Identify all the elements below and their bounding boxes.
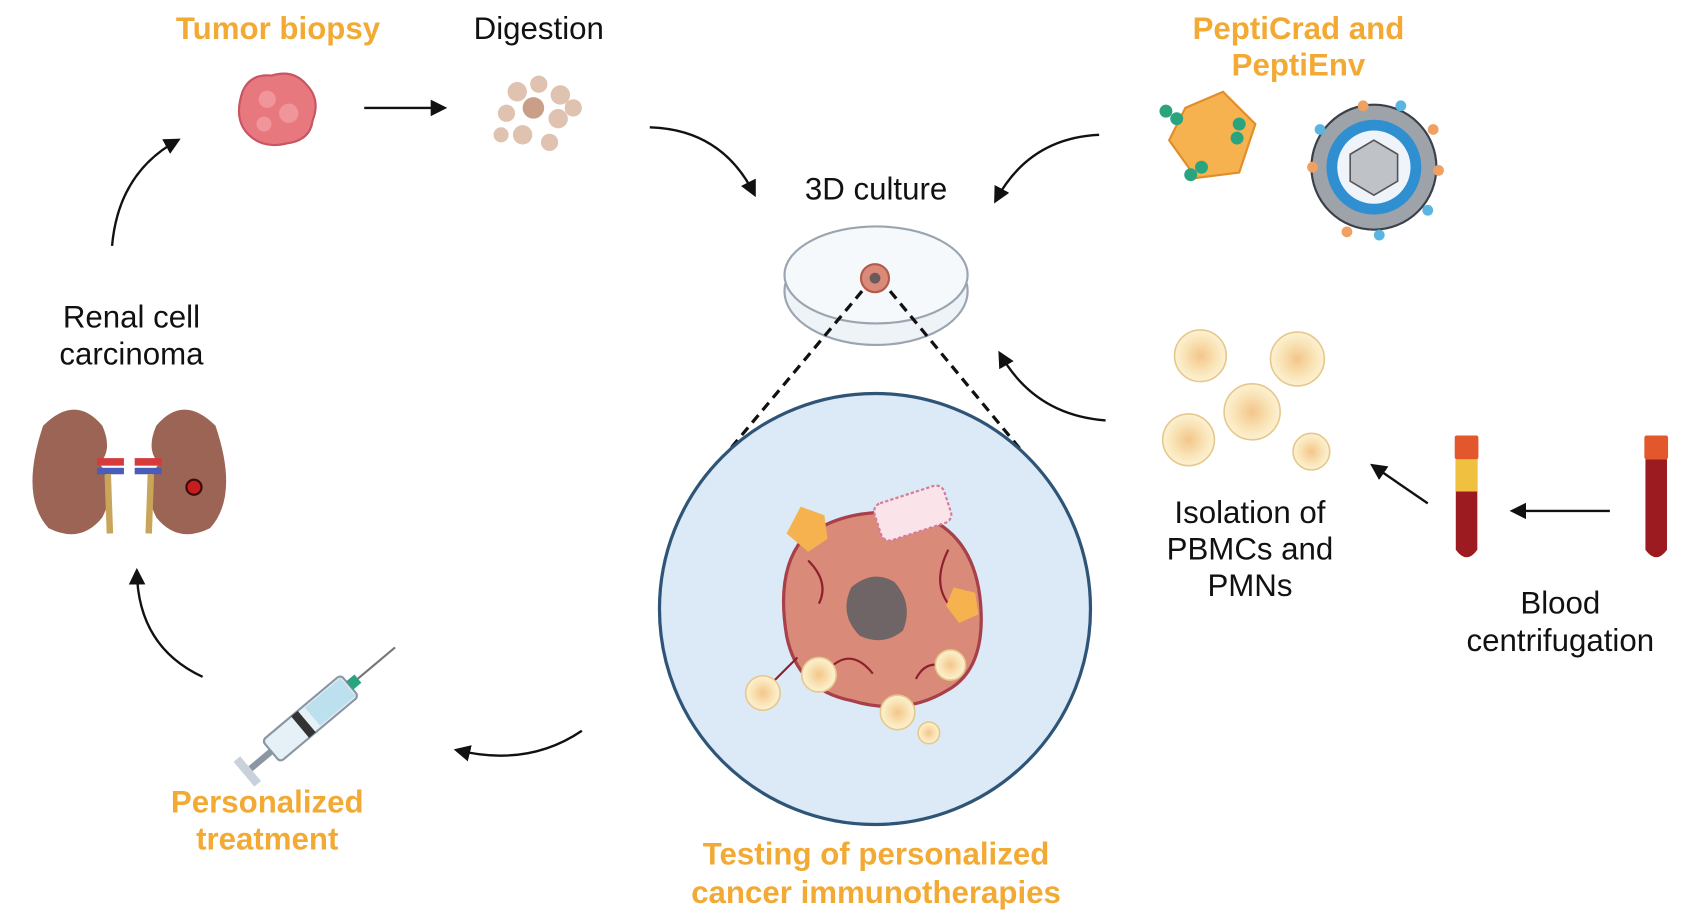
treatment-label-line1: Personalized bbox=[171, 785, 364, 820]
arrow-cells-to-culture bbox=[998, 350, 1106, 422]
tumoroid-zoom-view bbox=[657, 391, 1093, 827]
pepticrad-label-line1: PeptiCrad and bbox=[1193, 11, 1405, 46]
peptide-label-card bbox=[873, 484, 953, 542]
testing-label-line1: Testing of personalized bbox=[703, 836, 1050, 871]
arrow-testing-to-treatment bbox=[453, 729, 583, 762]
renal-label-line2: carcinoma bbox=[59, 336, 204, 371]
pepticrad-adenovirus-icon bbox=[1159, 90, 1257, 182]
testing-label-line2: cancer immunotherapies bbox=[691, 875, 1061, 910]
syringe-icon bbox=[233, 646, 396, 787]
arrow-digestion-to-culture bbox=[649, 126, 756, 198]
pbmc-pmn-cells-icon bbox=[1161, 329, 1331, 471]
pepticrad-label-line2: PeptiEnv bbox=[1232, 48, 1366, 83]
oncolytic-virus bbox=[786, 506, 828, 552]
isolation-label-line3: PMNs bbox=[1207, 568, 1292, 603]
tumor-core bbox=[846, 576, 907, 641]
arrow-viruses-to-culture bbox=[994, 133, 1100, 204]
peptienv-virus-icon bbox=[1307, 100, 1444, 241]
blood-tube-separated-icon bbox=[1454, 435, 1479, 558]
arrow-treatment-to-renal bbox=[128, 567, 204, 678]
blood-tube-whole-icon bbox=[1644, 435, 1669, 558]
3d-culture-label: 3D culture bbox=[805, 172, 947, 207]
oncolytic-virus bbox=[946, 587, 979, 623]
arrow-renal-to-biopsy bbox=[110, 138, 181, 246]
tumor-biopsy-icon bbox=[237, 72, 317, 147]
petri-dish-icon bbox=[783, 225, 969, 347]
tumor-marker bbox=[185, 478, 203, 496]
blood-label-line1: Blood bbox=[1520, 585, 1600, 620]
kidneys-icon bbox=[32, 409, 227, 535]
digestion-label: Digestion bbox=[474, 11, 604, 46]
isolation-label-line2: PBMCs and bbox=[1167, 531, 1334, 566]
zoom-line-left bbox=[718, 290, 864, 463]
tumor-biopsy-label: Tumor biopsy bbox=[176, 11, 381, 46]
digested-tissue-icon bbox=[493, 75, 582, 152]
isolation-label-line1: Isolation of bbox=[1174, 495, 1325, 530]
immune-cell bbox=[744, 649, 967, 745]
treatment-label-line2: treatment bbox=[196, 821, 339, 856]
renal-label-line1: Renal cell bbox=[63, 300, 200, 335]
blood-label-line2: centrifugation bbox=[1467, 623, 1655, 658]
arrow-tube-to-cells bbox=[1370, 463, 1429, 505]
